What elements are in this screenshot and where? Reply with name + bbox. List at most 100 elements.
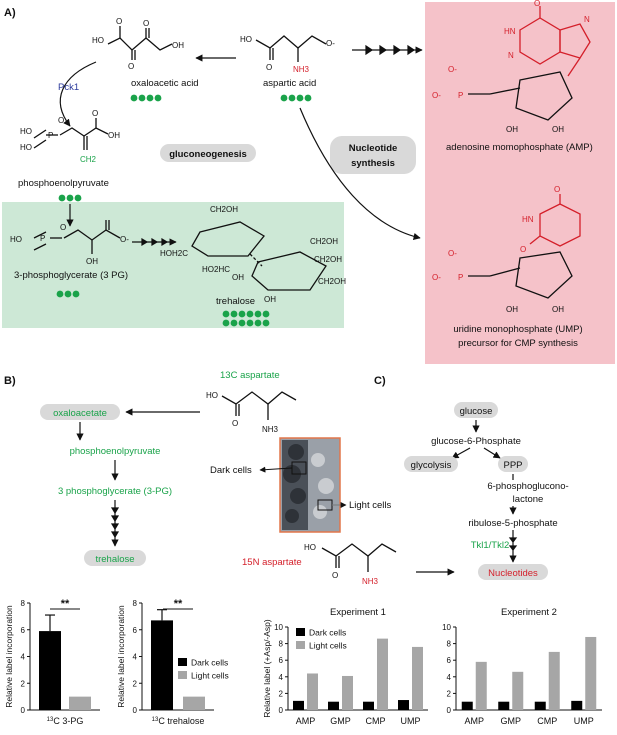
chart0-ytick-label: 2 — [21, 679, 26, 688]
chart1-ytick-label: 2 — [133, 679, 138, 688]
amp-o-minus-left: O- — [432, 91, 441, 100]
chart2-bar-dark-cells-0 — [293, 700, 304, 710]
b-trehalose: trehalose — [95, 554, 134, 565]
c-glucose-pill — [454, 402, 498, 418]
3pg-ho: HO — [10, 235, 22, 244]
chart3-bar-dark-cells-2 — [534, 701, 546, 710]
chart0-ytick-label: 8 — [21, 599, 26, 608]
chart2-category-label: CMP — [366, 716, 386, 726]
arrow-chain-to-trehalose — [132, 237, 177, 247]
chart2-ytick-label: 6 — [279, 656, 284, 665]
chart3-bar-dark-cells-0 — [461, 701, 473, 710]
chart2-bar-light-cells-0 — [307, 673, 318, 710]
oxaloacetic-structure — [107, 26, 173, 60]
chart3-title: Experiment 2 — [501, 607, 557, 618]
pep-oh: OH — [108, 131, 120, 140]
chart3-ytick-label: 2 — [447, 689, 452, 698]
chart3-bar-light-cells-3 — [585, 636, 597, 710]
chart2-ytick-label: 0 — [279, 706, 284, 715]
ump-o-minus-left: O- — [432, 273, 441, 282]
chart2-bar-dark-cells-2 — [363, 701, 374, 710]
chart2-ylabel: Relative label (+Asp/-Asp) — [262, 619, 272, 718]
nucleotide-synthesis-line1: Nucleotide — [349, 143, 398, 154]
oxaloacetic-label: oxaloacetic acid — [131, 78, 199, 89]
c-ppp-pill — [498, 456, 528, 472]
c-pgl-1: 6-phosphoglucono- — [487, 481, 568, 492]
aspartic-ho: HO — [240, 35, 252, 44]
ump-oh-1: OH — [506, 305, 518, 314]
b-light-cells: Light cells — [349, 500, 391, 511]
amp-p: P — [458, 91, 463, 100]
chart2-bar-light-cells-3 — [412, 646, 423, 710]
arrow-asp-to-ump — [299, 107, 421, 240]
chart1-ytick-label: 8 — [133, 599, 138, 608]
oxaloacetic-dots — [130, 94, 162, 102]
pep-structure — [33, 118, 109, 150]
c-ppp: PPP — [503, 460, 522, 471]
chart0-category-label: 13C 3-PG — [47, 716, 84, 726]
3pg-dots — [56, 290, 80, 298]
amp-o-minus-top: O- — [448, 65, 457, 74]
chart3-category-label: GMP — [500, 716, 521, 726]
chart2-category-label: GMP — [330, 716, 351, 726]
chart3-ytick-label: 6 — [447, 656, 452, 665]
b-15n-nh3: NH3 — [362, 577, 379, 586]
trehalose-ho2hc: HO2HC — [202, 265, 230, 274]
ump-label-1: uridine monophosphate (UMP) — [453, 324, 582, 335]
trehalose-box — [2, 202, 344, 328]
aspartic-dots — [280, 94, 312, 102]
b-15n-structure — [321, 543, 397, 572]
3pg-oh: OH — [86, 257, 98, 266]
pck1-label: Pck1 — [58, 82, 79, 93]
chart0-bar-dark-cells-0 — [39, 631, 61, 710]
b-asp-ho: HO — [206, 391, 218, 400]
arrow-chain-to-amp — [352, 44, 423, 56]
c-arrow-g6p-ppp — [483, 447, 501, 459]
chart3-category-label: AMP — [464, 716, 484, 726]
pep-dots — [58, 194, 82, 202]
amp-n2: N — [584, 15, 590, 24]
chart2-ytick-label: 4 — [279, 673, 284, 682]
amp-hn: HN — [504, 27, 516, 36]
pep-o2: O — [92, 109, 98, 118]
aspartic-structure — [255, 35, 327, 62]
chart1-sig-label: ** — [174, 598, 183, 610]
chart1-ylabel: Relative label incorporation — [116, 605, 126, 708]
chart3-bar-light-cells-1 — [512, 671, 524, 710]
chart0-ytick-label: 6 — [21, 626, 26, 635]
chart3-bar-light-cells-0 — [475, 661, 487, 710]
oxaloacetic-o2: O — [128, 62, 134, 71]
chart0-ytick-label: 0 — [21, 706, 26, 715]
amp-structure — [468, 6, 591, 121]
chart2-title: Experiment 1 — [330, 607, 386, 618]
c-g6p: glucose-6-Phosphate — [431, 436, 521, 447]
ump-structure — [468, 194, 581, 299]
3pg-o2: O- — [120, 235, 129, 244]
chart3-bar-light-cells-2 — [548, 651, 560, 710]
chart3-bar-dark-cells-1 — [498, 701, 510, 710]
chart1-legend-label-1: Light cells — [191, 671, 229, 681]
oxaloacetic-oh: OH — [172, 41, 184, 50]
3pg-label: 3-phosphoglycerate (3 PG) — [14, 270, 128, 281]
ump-p: P — [458, 273, 463, 282]
amp-label: adenosine momophosphate (AMP) — [446, 142, 593, 153]
c-glycolysis-pill — [404, 456, 458, 472]
chart2-bar-light-cells-2 — [377, 638, 388, 710]
pep-label: phosphoenolpyruvate — [18, 178, 109, 189]
c-ru5p: ribulose-5-phosphate — [468, 518, 557, 529]
c-glycolysis: glycolysis — [411, 460, 452, 471]
chart2-legend-swatch-1 — [296, 641, 305, 649]
chart0-bar-light-cells-0 — [69, 696, 91, 710]
ump-oh-2: OH — [552, 305, 564, 314]
chart2-category-label: UMP — [401, 716, 421, 726]
trehalose-ch2oh-2: CH2OH — [310, 237, 338, 246]
colony-image — [279, 437, 341, 533]
b-asp-o: O — [232, 419, 238, 428]
chart3-bar-dark-cells-3 — [571, 700, 583, 710]
chart2-ytick-label: 10 — [274, 623, 283, 632]
chart3-ytick-label: 8 — [447, 640, 452, 649]
aspartic-label: aspartic acid — [263, 78, 316, 89]
panel-a-label: A) — [4, 7, 16, 19]
pep-ho2: HO — [20, 143, 32, 152]
chart2-legend-swatch-0 — [296, 628, 305, 636]
